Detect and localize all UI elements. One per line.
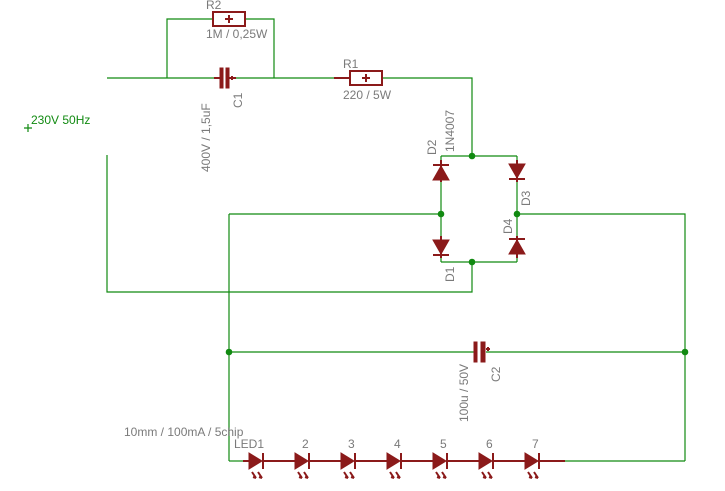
led-5: 5 xyxy=(427,437,473,479)
led-triangle xyxy=(524,452,539,470)
c1-plate-b xyxy=(225,67,230,89)
d4-name: D4 xyxy=(501,218,515,234)
r2-name: R2 xyxy=(206,0,222,12)
led-label: LED1 xyxy=(234,437,264,451)
led-triangle xyxy=(432,452,447,470)
led-triangle xyxy=(386,452,401,470)
junction-dot xyxy=(225,348,233,356)
d1-triangle xyxy=(432,239,450,256)
d3-triangle xyxy=(508,163,526,180)
d3-name: D3 xyxy=(519,190,533,206)
resistor-r2: R2 1M / 0,25W xyxy=(206,0,268,41)
r2-body xyxy=(212,11,246,27)
wires xyxy=(106,18,686,462)
led-label: 4 xyxy=(394,437,401,451)
led-label: 2 xyxy=(302,437,309,451)
d1-name: D1 xyxy=(443,266,457,282)
d2-triangle xyxy=(432,164,450,181)
r1-value: 220 / 5W xyxy=(343,88,392,102)
c2-name: C2 xyxy=(489,366,503,382)
junction-dot xyxy=(468,258,476,266)
c1-plate-a xyxy=(219,67,224,89)
junction-dot xyxy=(468,152,476,160)
d4-triangle xyxy=(508,238,526,255)
junction-dot xyxy=(681,348,689,356)
diode-d2: D2 1N4007 xyxy=(425,110,457,182)
r1-name: R1 xyxy=(343,57,359,71)
source-label: 230V 50Hz xyxy=(31,113,90,127)
capacitor-c2: 100u / 50V C2 xyxy=(457,341,503,422)
c1-value: 400V / 1,5uF xyxy=(199,103,213,172)
led-2: 2 xyxy=(289,437,335,479)
plus-marker xyxy=(24,124,32,132)
diode-d3: D3 xyxy=(508,160,533,206)
junctions xyxy=(225,152,689,356)
led-label: 3 xyxy=(348,437,355,451)
led-4: 4 xyxy=(381,437,427,479)
led-note: 10mm / 100mA / 5chip xyxy=(124,425,244,439)
led-6: 6 xyxy=(473,437,519,479)
junction-dot xyxy=(513,210,521,218)
led-triangle xyxy=(478,452,493,470)
led-label: 7 xyxy=(532,437,539,451)
c1-name: C1 xyxy=(231,92,245,108)
led-3: 3 xyxy=(335,437,381,479)
diode-d4: D4 xyxy=(501,218,526,258)
mains-source: 230V 50Hz xyxy=(24,113,90,132)
led-1: LED1 xyxy=(234,437,289,479)
resistor-r1: R1 220 / 5W xyxy=(334,57,392,102)
led-label: 5 xyxy=(440,437,447,451)
led-label: 6 xyxy=(486,437,493,451)
c2-value: 100u / 50V xyxy=(457,364,471,422)
diode-d1: D1 xyxy=(432,236,457,282)
d2-value: 1N4007 xyxy=(443,110,457,152)
led-triangle xyxy=(340,452,355,470)
led-string: LED1 2 3 4 5 6 7 xyxy=(234,437,565,479)
r2-value: 1M / 0,25W xyxy=(206,27,268,41)
d2-name: D2 xyxy=(425,139,439,155)
capacitor-c1: 400V / 1,5uF C1 xyxy=(199,67,245,172)
junction-dot xyxy=(437,210,445,218)
c2-plate-a xyxy=(473,341,478,363)
led-7: 7 xyxy=(519,437,565,479)
led-triangle xyxy=(294,452,309,470)
c2-plate-b xyxy=(480,341,486,363)
led-triangle xyxy=(248,452,263,470)
